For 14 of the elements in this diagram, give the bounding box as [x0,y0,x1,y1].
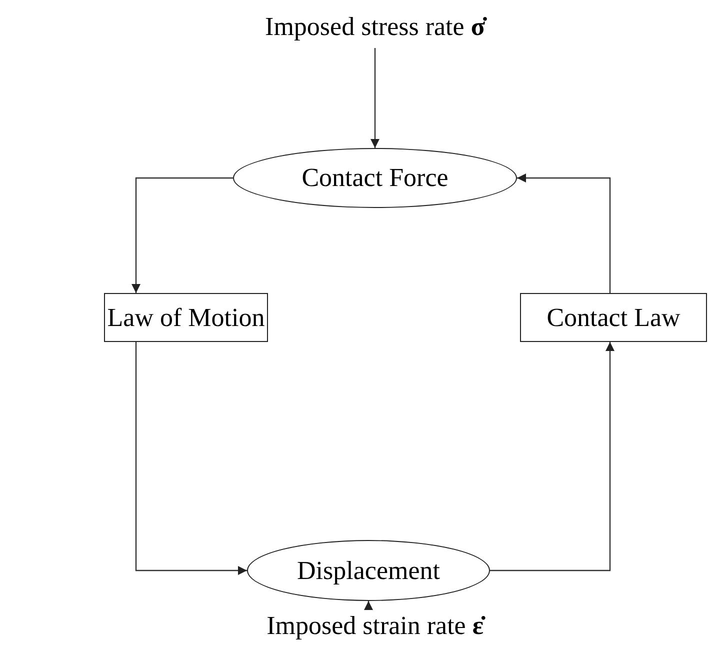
arrow [132,177,233,293]
arrow [490,342,614,572]
arrow [135,342,247,575]
process-box [520,293,707,342]
arrow [370,48,380,148]
node-label: Displacement [297,558,440,584]
node-label: Imposed stress rate σ̇ [265,14,485,40]
node-label: Law of Motion [107,304,265,330]
process-box [104,293,268,342]
arrow [517,174,611,293]
arrow [364,601,373,610]
node-label: Imposed strain rate ε̇ [266,613,484,639]
node-label: Contact Force [302,165,448,191]
node-label: Contact Law [546,304,680,330]
